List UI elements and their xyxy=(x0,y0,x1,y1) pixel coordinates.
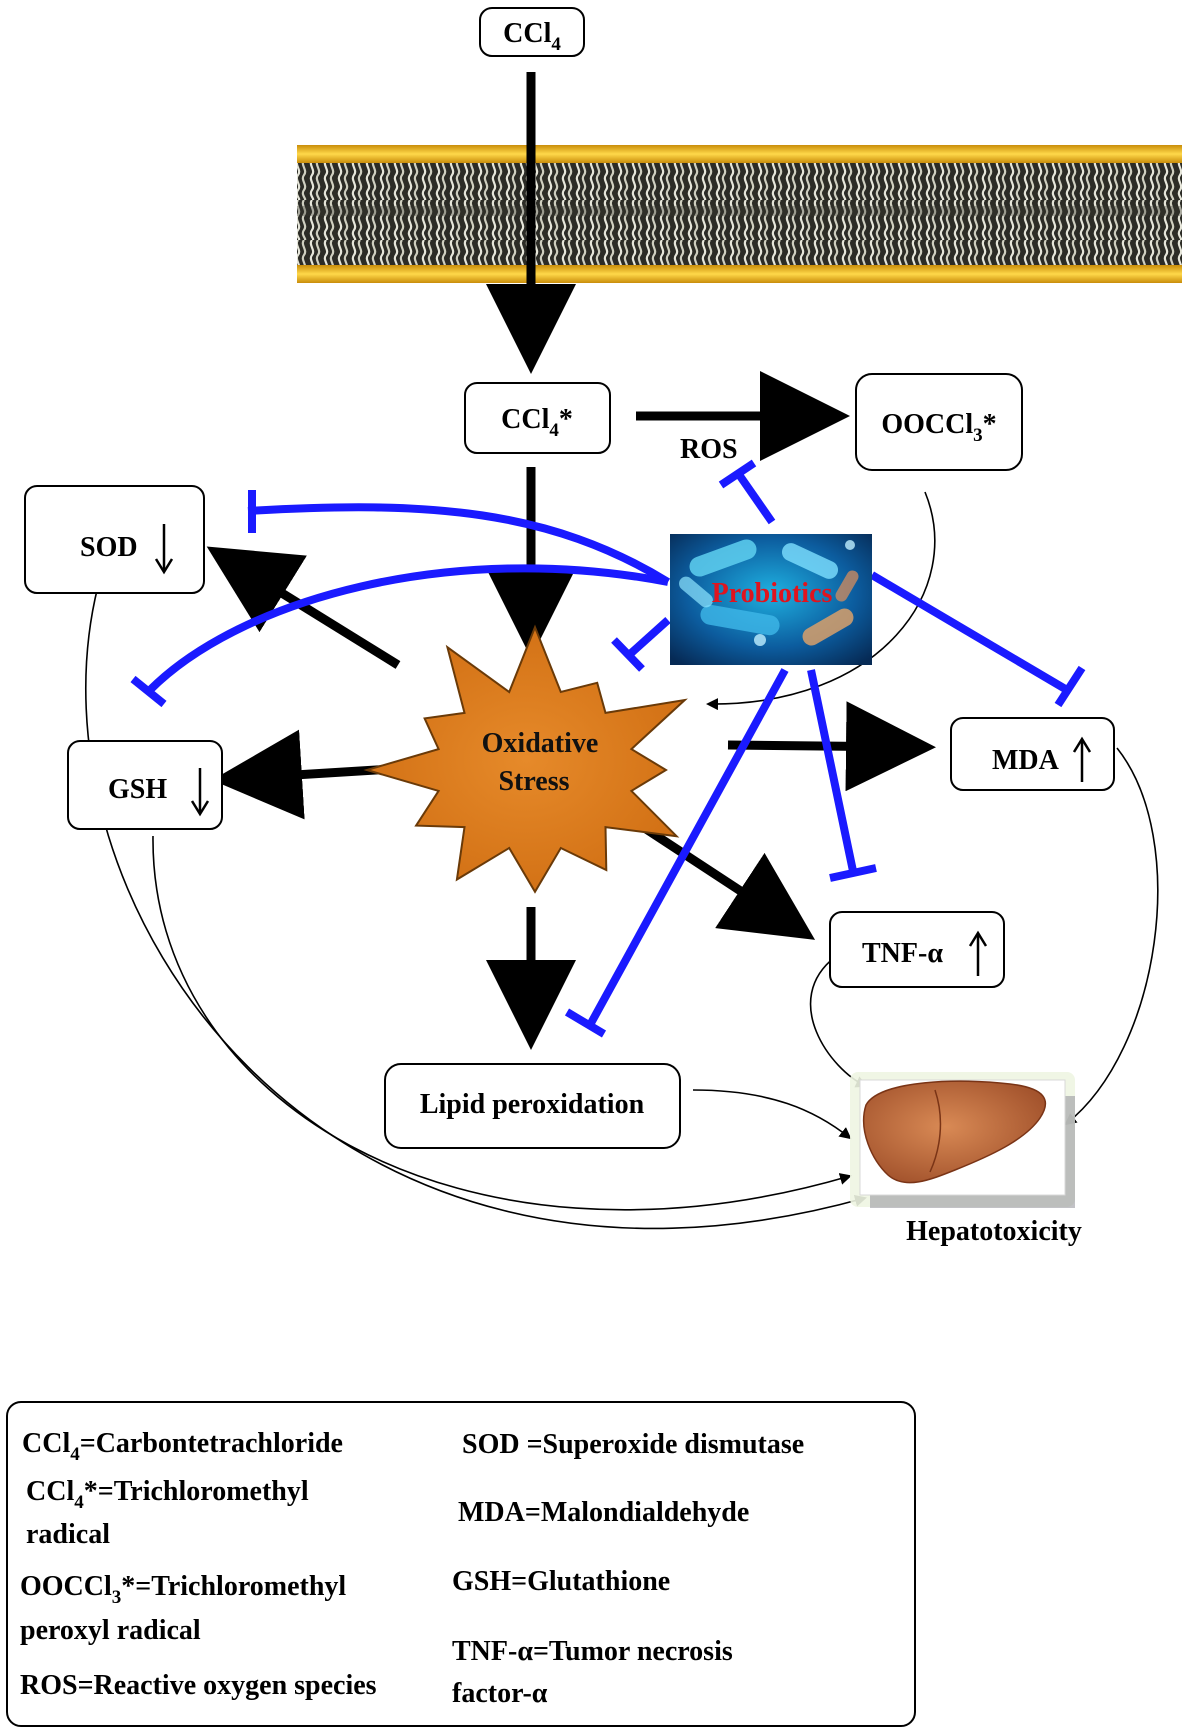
node-mda: MDA xyxy=(950,717,1115,791)
legend-left-item: radical xyxy=(26,1519,110,1550)
inhibit-ros xyxy=(736,473,776,525)
inhibit-gsh-bar xyxy=(130,675,167,708)
svg-text:TNF-α: TNF-α xyxy=(862,938,943,969)
node-probiotics: Probiotics xyxy=(670,534,872,665)
inhibit-stress xyxy=(626,617,671,658)
cell-membrane xyxy=(297,145,1182,283)
arrow-stress-to-sod xyxy=(206,546,401,669)
svg-text:Hepatotoxicity: Hepatotoxicity xyxy=(906,1216,1082,1247)
legend-left-item: OOCCl3*=Trichloromethyl xyxy=(20,1571,346,1608)
inhibit-tnf xyxy=(807,669,857,872)
legend-right-item: GSH=Glutathione xyxy=(452,1566,670,1597)
legend: CCl4=CarbontetrachlorideCCl4*=Trichlorom… xyxy=(6,1401,916,1727)
inhibit-ros-bar xyxy=(718,459,757,489)
legend-left-item: peroxyl radical xyxy=(20,1615,201,1646)
ros-label: ROS xyxy=(680,434,738,465)
node-sod: SOD xyxy=(24,485,205,594)
arrow-stress-to-gsh xyxy=(212,729,393,820)
svg-text:GSH: GSH xyxy=(108,774,167,805)
legend-right-item: MDA=Malondialdehyde xyxy=(458,1497,749,1528)
svg-text:Stress: Stress xyxy=(498,766,569,797)
inhibit-lipid xyxy=(586,668,789,1027)
arrow-down-icon xyxy=(154,524,174,575)
inhibit-mda-bar xyxy=(1054,665,1086,708)
legend-right-column: SOD =Superoxide dismutaseMDA=Malondialde… xyxy=(452,1429,804,1709)
svg-text:Oxidative: Oxidative xyxy=(482,728,599,759)
legend-left-item: CCl4=Carbontetrachloride xyxy=(22,1428,343,1465)
inhibit-gsh xyxy=(147,564,669,693)
svg-text:OOCCl3*: OOCCl3* xyxy=(881,409,996,446)
svg-text:SOD: SOD xyxy=(80,532,138,563)
legend-left-item: CCl4*=Trichloromethyl xyxy=(26,1476,309,1513)
node-lipid-peroxidation: Lipid peroxidation xyxy=(384,1063,681,1149)
node-ccl4-radical: CCl4* xyxy=(464,382,611,454)
inhibit-sod xyxy=(247,503,671,586)
arrow-up-icon xyxy=(1072,736,1092,782)
arrow-up-icon xyxy=(968,930,988,976)
svg-text:Probiotics: Probiotics xyxy=(712,578,833,609)
inhibit-tnf-bar xyxy=(829,864,877,882)
node-liver: Hepatotoxicity xyxy=(850,1072,1082,1247)
node-gsh: GSH xyxy=(67,740,223,830)
node-oxidative-stress: Oxidative Stress xyxy=(363,624,688,894)
node-ccl4: CCl4 xyxy=(479,7,585,57)
svg-text:MDA: MDA xyxy=(992,745,1060,776)
inhibition-lines xyxy=(130,459,1086,1038)
legend-left-item: ROS=Reactive oxygen species xyxy=(20,1670,377,1701)
svg-text:CCl4: CCl4 xyxy=(503,18,561,55)
svg-text:CCl4*: CCl4* xyxy=(501,404,573,441)
legend-right-item: SOD =Superoxide dismutase xyxy=(462,1429,804,1460)
arrow-mda-to-liver xyxy=(1064,747,1159,1126)
svg-text:Lipid peroxidation: Lipid peroxidation xyxy=(420,1089,645,1120)
inhibit-lipid-bar xyxy=(564,1008,607,1038)
node-ooccl3: OOCCl3* xyxy=(855,373,1023,471)
thin-arrows xyxy=(84,491,1159,1230)
arrow-stress-to-tnf xyxy=(634,819,816,940)
arrow-lipid-to-liver xyxy=(692,1089,852,1140)
legend-left-column: CCl4=CarbontetrachlorideCCl4*=Trichlorom… xyxy=(20,1428,377,1701)
liver-icon xyxy=(862,1080,1047,1184)
node-tnf: TNF-α xyxy=(829,911,1005,988)
inhibit-mda xyxy=(869,571,1070,694)
legend-right-item: TNF-α=Tumor necrosis xyxy=(452,1636,733,1667)
inhibit-stress-bar xyxy=(611,637,645,672)
arrow-down-icon xyxy=(190,768,210,817)
arrow-gsh-to-liver xyxy=(152,835,852,1211)
arrow-sod-to-liver xyxy=(84,585,867,1230)
legend-right-item: factor-α xyxy=(452,1678,548,1709)
bacteria-icon xyxy=(679,539,859,646)
